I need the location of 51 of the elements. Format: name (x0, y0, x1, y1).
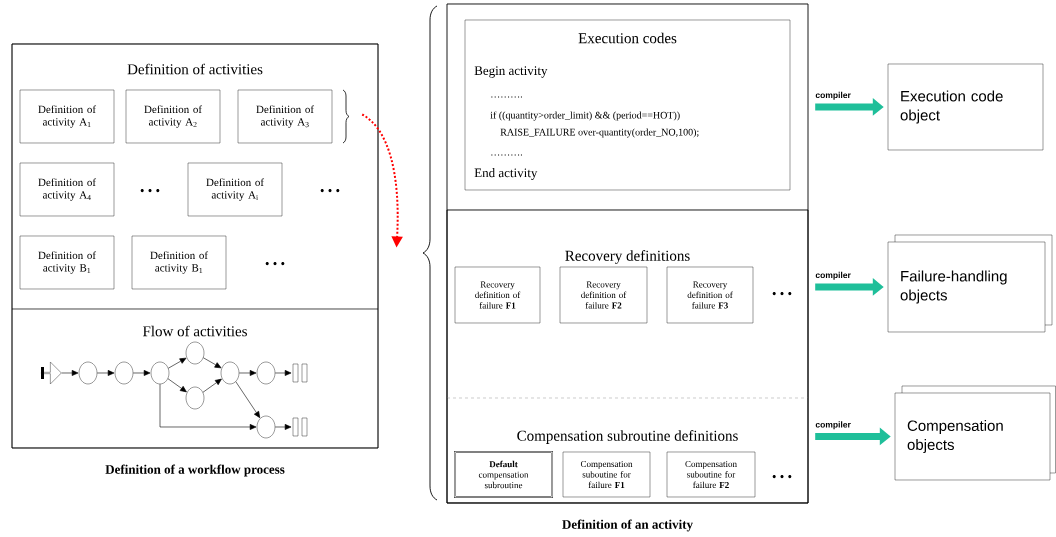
node-label: Definition of an activity (562, 519, 693, 532)
activity-circle (150, 361, 170, 385)
definition-box: Recovery definition of failure F3 (666, 266, 754, 324)
code-box: Execution codes Begin activity ………. if ((quantity>order_limit) && (period==HOT)) RAISE_FAILURE over-quantity(order_NO,100); ………. End activity (464, 19, 791, 191)
activity-circle (185, 386, 205, 410)
stacked-object-box: Compensation objects (894, 385, 1056, 481)
ellipsis: • • • (772, 475, 792, 479)
activity-circle (220, 361, 240, 385)
stacked-object-box: Failure-handling objects (887, 234, 1053, 333)
arrow (203, 357, 222, 369)
arrow (202, 378, 222, 393)
activity-circle (114, 361, 134, 385)
definition-box: Definition of activity A$_{1}$ (19, 89, 115, 144)
ellipsis: • • • (265, 262, 285, 266)
definition-box: Compensation suboutine for failure F1 (562, 451, 651, 498)
definition-box: Definition of activity A$_{4}$ (19, 162, 115, 217)
activity-circle (256, 361, 276, 385)
activity-circle (185, 341, 205, 365)
object-box: Execution code object (887, 63, 1044, 151)
arrow (132, 370, 151, 376)
definition-box: Definition of activity B$_{1}$ (19, 235, 115, 290)
definition-box: Recovery definition of failure F2 (559, 266, 648, 324)
arrow (235, 381, 261, 418)
arrow (167, 378, 187, 393)
arrow (274, 424, 292, 430)
arrow (168, 357, 187, 369)
ellipsis: • • • (772, 292, 792, 296)
edge-label: compiler (815, 421, 851, 430)
definition-box: Compensation suboutine for failure F2 (666, 451, 756, 498)
definition-box: Definition of activity A$_{2}$ (125, 89, 221, 144)
definition-box: Definition of activity A$_{i}$ (187, 162, 283, 217)
arrow (238, 370, 257, 376)
edge-label: compiler (815, 91, 851, 100)
definition-box: Definition of activity B$_{1}$ (131, 235, 227, 290)
end-bars (292, 417, 308, 437)
end-bars (292, 363, 308, 383)
definition-box: Recovery definition of failure F1 (454, 266, 541, 324)
start-arrow (41, 361, 62, 385)
ellipsis: • • • (320, 189, 340, 193)
node-label: Definition of a workflow process (105, 464, 285, 477)
arrow (274, 370, 292, 376)
edge-label: compiler (815, 271, 851, 280)
arrow (61, 370, 79, 376)
definition-box: Definition of activity A$_{3}$ (237, 89, 333, 144)
ellipsis: • • • (140, 189, 160, 193)
arrow (159, 383, 257, 430)
activity-circle (256, 415, 276, 439)
arrow (96, 370, 115, 376)
section-band: Flow of activities (11, 308, 379, 449)
definition-box: Default compensation subroutine (454, 451, 553, 498)
activity-circle (78, 361, 98, 385)
